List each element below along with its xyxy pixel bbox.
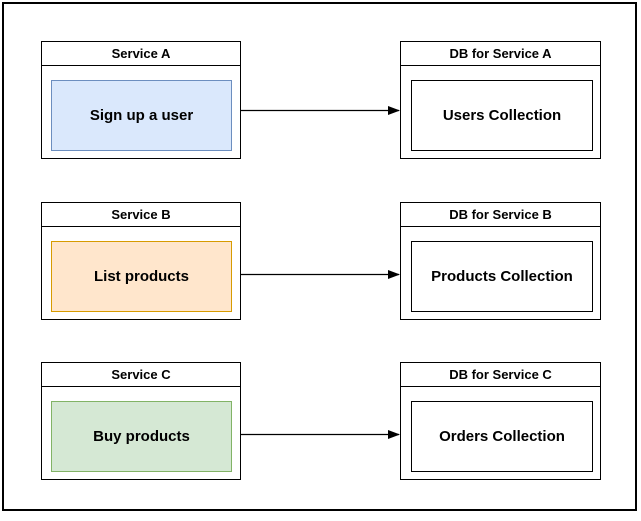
db-b-title: DB for Service B: [401, 203, 600, 227]
db-c-collection-box: Orders Collection: [411, 401, 593, 472]
service-a-box: Service A Sign up a user: [41, 41, 241, 159]
db-b-box: DB for Service B Products Collection: [400, 202, 601, 320]
service-b-box: Service B List products: [41, 202, 241, 320]
db-c-title: DB for Service C: [401, 363, 600, 387]
db-a-title: DB for Service A: [401, 42, 600, 66]
service-c-box: Service C Buy products: [41, 362, 241, 480]
service-b-title: Service B: [42, 203, 240, 227]
service-c-action-box: Buy products: [51, 401, 232, 472]
db-a-collection-box: Users Collection: [411, 80, 593, 151]
db-b-collection-box: Products Collection: [411, 241, 593, 312]
db-a-box: DB for Service A Users Collection: [400, 41, 601, 159]
service-a-title: Service A: [42, 42, 240, 66]
db-c-box: DB for Service C Orders Collection: [400, 362, 601, 480]
service-a-action-box: Sign up a user: [51, 80, 232, 151]
service-c-title: Service C: [42, 363, 240, 387]
service-b-action-box: List products: [51, 241, 232, 312]
